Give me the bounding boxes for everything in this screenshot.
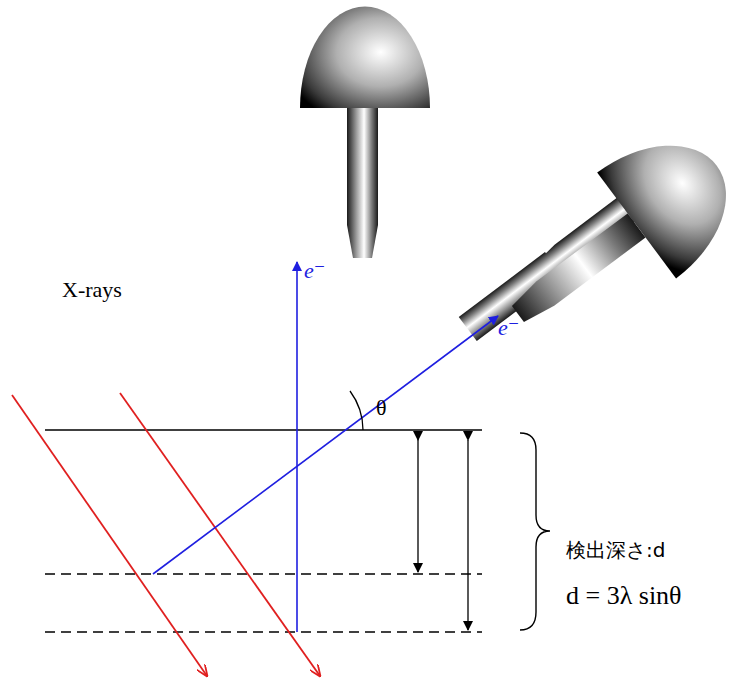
angle-label: θ [376,396,387,420]
electron-label: e⁻ [304,259,325,283]
depth-arrow [467,440,468,630]
depth-line [45,573,482,574]
brace [520,433,550,630]
x-ray-label: X-rays [62,278,122,302]
x-ray [120,393,320,676]
electron-path [296,262,298,632]
electron-path [153,316,498,574]
detector-top [300,6,430,258]
surface-line [45,429,482,431]
depth-formula: d = 3λ sinθ [566,582,682,611]
depth-line [45,631,482,632]
depth-arrow [417,440,418,572]
x-ray [12,395,207,676]
detector-tilted-body [479,113,742,367]
electron-label: e⁻ [498,316,519,340]
depth-label: 検出深さ:d [566,539,665,561]
angle-arc [350,391,363,430]
